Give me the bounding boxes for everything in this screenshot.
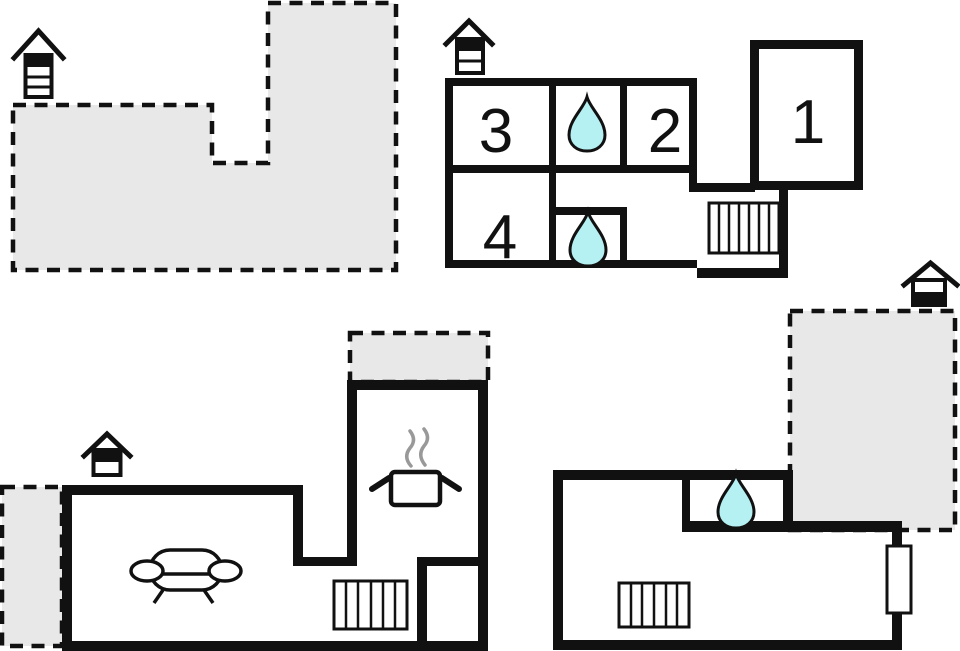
chimney-bottom-left [80, 430, 134, 477]
chimney-band [25, 55, 52, 67]
room-4-label: 4 [483, 203, 517, 272]
building-living-kitchen [62, 380, 488, 651]
room-1-label: 1 [791, 88, 825, 157]
chimney-bottom-right [900, 259, 960, 307]
terrace-top-left [10, 0, 399, 273]
staircase-steps [717, 203, 771, 253]
terrace-left-strip [0, 484, 65, 649]
chimney-top-left [10, 27, 67, 99]
chimney-roof-icon [10, 27, 67, 62]
chimney-band [93, 450, 121, 462]
staircase-living [332, 579, 409, 631]
terrace-bottom-right [787, 308, 958, 533]
pot-handle-right [439, 475, 462, 492]
sofa-icon [129, 548, 243, 604]
building-bottom-right [553, 468, 913, 650]
staircase-bottom-right [617, 581, 691, 629]
cooking-pot-steam-icon [369, 427, 462, 508]
chimney-band [913, 292, 945, 305]
pot-body [388, 469, 443, 508]
upper-floor-walls [445, 78, 697, 268]
stair-annex-walls [697, 183, 788, 278]
door-window-icon [885, 544, 913, 615]
terrace-above-kitchen [347, 330, 491, 385]
chimney-roof-icon [900, 259, 960, 289]
sofa-armrest-right [207, 559, 243, 583]
chimney-roof-icon [442, 17, 496, 48]
living-kitchen-walls [62, 380, 488, 651]
water-drop-icon-bath-right [716, 468, 756, 530]
sofa-armrest-left [129, 559, 165, 583]
steam-lines [405, 427, 430, 468]
chimney-band [457, 39, 483, 51]
staircase-steps [629, 583, 679, 627]
water-drop-icon-bath-top [567, 91, 607, 153]
staircase-steps [344, 581, 397, 629]
building-upper-floor: 3 2 4 1 [445, 40, 863, 278]
staircase-upper [707, 201, 781, 255]
water-drop-icon-bath-bottom [568, 206, 608, 268]
room-2-label: 2 [648, 97, 682, 166]
room-3-label: 3 [479, 97, 513, 166]
pot-handle-left [369, 475, 392, 492]
chimney-lines [25, 75, 52, 89]
staircase-icon [707, 201, 781, 255]
sofa-legs [152, 589, 215, 604]
chimney-top-middle [442, 17, 496, 75]
